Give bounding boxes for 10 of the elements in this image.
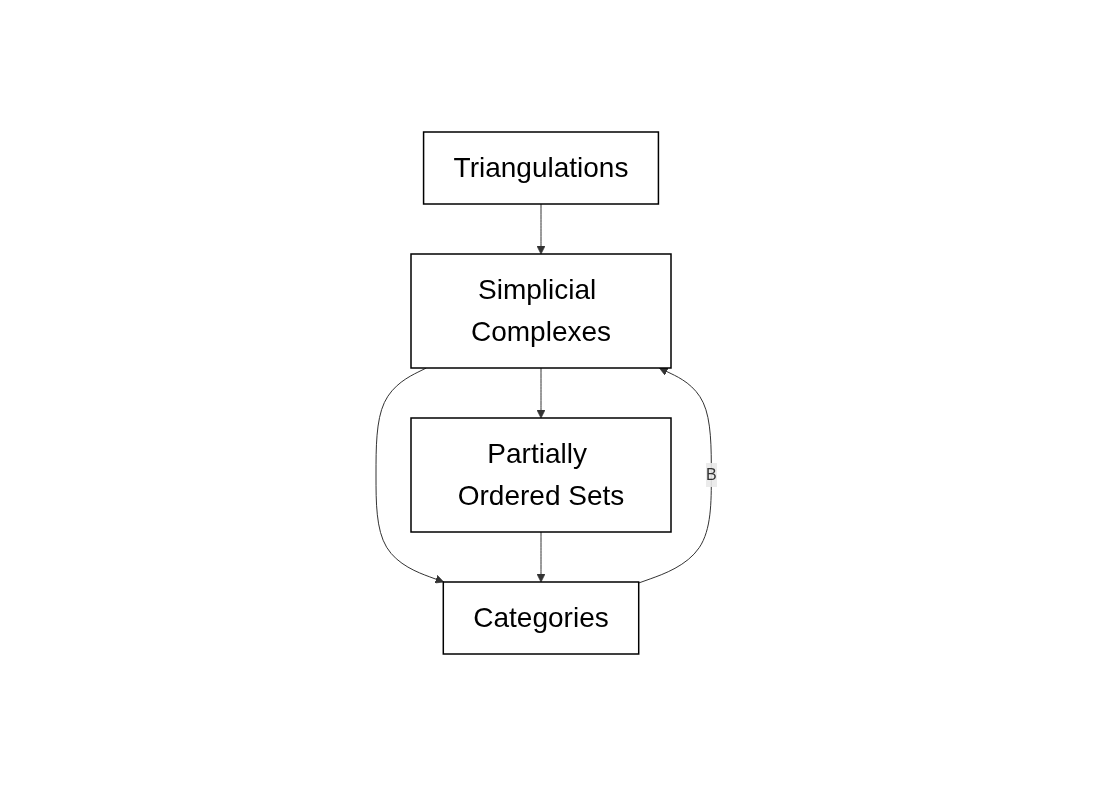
node-box: Simplicial Complexes — [410, 253, 672, 369]
arrow — [536, 367, 546, 419]
node-box: Categories — [442, 581, 640, 655]
arrow — [536, 203, 546, 255]
node-box: Partially Ordered Sets — [410, 417, 672, 533]
arrow — [536, 531, 546, 583]
edge-label: B — [706, 466, 717, 483]
arrow — [375, 367, 445, 584]
arrow — [638, 367, 712, 584]
node-box: Triangulations — [423, 131, 660, 205]
